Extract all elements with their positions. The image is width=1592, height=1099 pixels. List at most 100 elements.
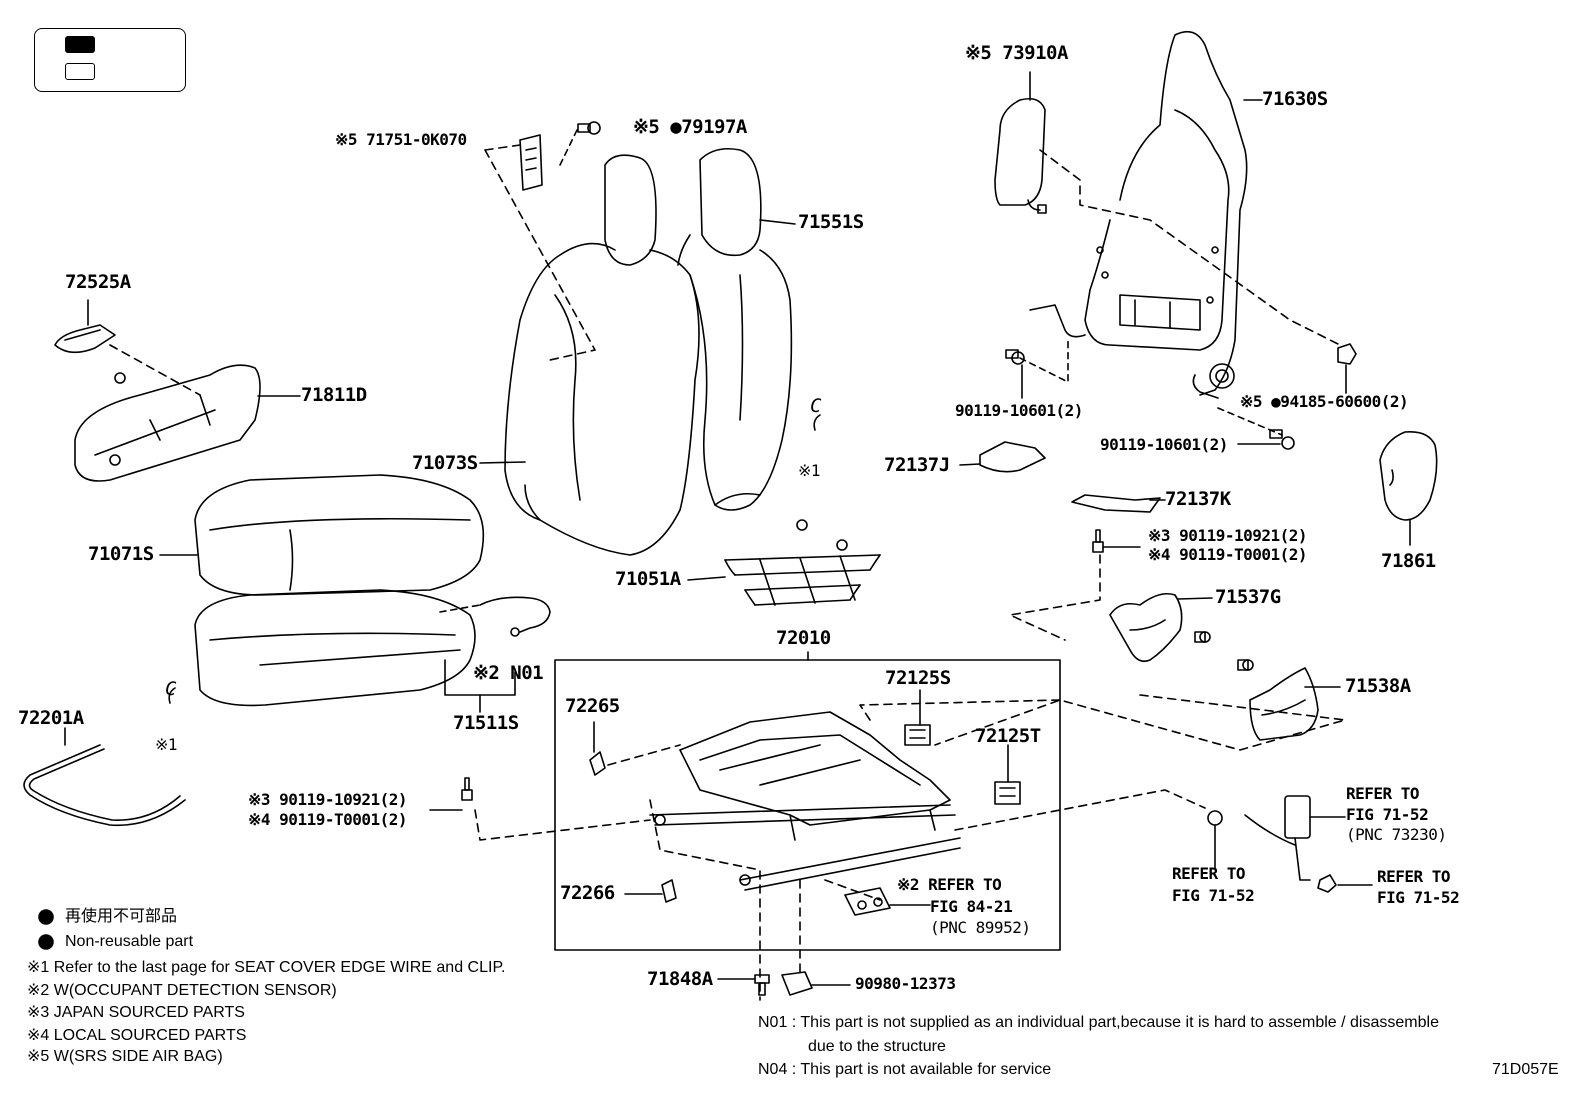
callout-90119-10601-b: 90119-10601(2) — [1100, 435, 1228, 454]
ref-fig-84-21-line1: ※2 REFER TO — [897, 875, 1002, 894]
cushion-cover-71071s-drawing — [194, 474, 485, 596]
callout-90119-10921-left: ※3 90119-10921(2) — [248, 790, 408, 809]
note-nonreusable-en: Non-reusable part — [65, 933, 194, 950]
connector-89952-drawing — [844, 887, 891, 916]
cover-71538a-drawing — [1249, 667, 1319, 741]
note-5: ※5 W(SRS SIDE AIR BAG) — [27, 1048, 223, 1065]
bracket-72265-drawing — [589, 751, 606, 776]
callout-71551s: 71551S — [798, 211, 864, 233]
ref-fig-71-52-left-line2: FIG 71-52 — [1172, 886, 1255, 905]
ref-fig-71-52-pnc-line3: (PNC 73230) — [1346, 825, 1447, 844]
legend-key-box — [34, 28, 186, 92]
bracket-72125s-drawing — [904, 724, 931, 746]
callout-90119-t0001-left: ※4 90119-T0001(2) — [248, 810, 408, 829]
seatback-cover-71073s-drawing — [504, 154, 700, 556]
callout-79197a: ※5 ●79197A — [633, 116, 747, 138]
callout-n01: ※2 N01 — [473, 662, 544, 684]
clip-72525a-drawing — [54, 324, 116, 354]
legend-light-swatch — [65, 63, 95, 80]
callout-72010: 72010 — [776, 627, 831, 649]
bolt-71537g-drawing — [1194, 631, 1211, 643]
wire-72201a-drawing — [23, 744, 186, 827]
bullet-dot-en — [38, 934, 54, 950]
bracket-72266-drawing — [661, 879, 677, 903]
footnote-n01: N01 : This part is not supplied as an in… — [758, 1014, 1439, 1031]
ref-fig-71-52-pnc-line2: FIG 71-52 — [1346, 805, 1429, 824]
callout-72137k: 72137K — [1165, 488, 1231, 510]
callout-72525a: 72525A — [65, 271, 131, 293]
callout-clip-c-b-mark: ※1 — [155, 735, 178, 754]
ref-fig-84-21-line3: (PNC 89952) — [930, 918, 1031, 937]
bolt-71538a-drawing — [1237, 659, 1254, 671]
clip-71848a-drawing — [754, 974, 770, 996]
leader-71073s — [479, 461, 526, 464]
bolt-90119-10921r-drawing — [1092, 529, 1104, 553]
bolt-79197a-drawing — [577, 121, 601, 135]
clip-c-drawing-b — [168, 687, 176, 704]
callout-71537g: 71537G — [1215, 586, 1281, 608]
callout-71073s: 71073S — [412, 452, 478, 474]
footnote-n04: N04 : This part is not available for ser… — [758, 1061, 1052, 1078]
leader-71551s — [759, 219, 796, 225]
note-3: ※3 JAPAN SOURCED PARTS — [27, 1004, 245, 1021]
callout-71051a: 71051A — [615, 568, 681, 590]
bolt-90119-10601a-drawing — [1005, 339, 1069, 383]
callout-94185-60600: ※5 ●94185-60600(2) — [1240, 392, 1409, 411]
cushion-pad-71511s-drawing — [194, 589, 476, 707]
footnote-n01-cont: due to the structure — [808, 1038, 946, 1055]
seatback-frame-71630s-drawing — [1029, 30, 1248, 399]
callout-clip-c-a: C — [810, 395, 821, 417]
seatback-pad-71551s-drawing — [677, 147, 793, 511]
ref-fig-71-52-right-line1: REFER TO — [1377, 867, 1451, 886]
spring-mesh-71051a-drawing — [724, 519, 881, 606]
callout-clip-c-b: C — [165, 678, 176, 700]
nut-94185-drawing — [1337, 343, 1357, 365]
seat-adjuster-72010-drawing — [649, 711, 961, 891]
cover-72137k-drawing — [1071, 494, 1161, 513]
bolt-90119-10921l-drawing — [461, 777, 473, 801]
callout-71751-0k070: ※5 71751-0K070 — [335, 130, 467, 149]
callout-72266: 72266 — [560, 882, 615, 904]
callout-90119-10601-a: 90119-10601(2) — [955, 401, 1083, 420]
callout-71511s: 71511S — [453, 712, 519, 734]
callout-90980-12373: 90980-12373 — [855, 974, 956, 993]
callout-72201a: 72201A — [18, 707, 84, 729]
airbag-73910a-drawing — [994, 97, 1047, 214]
callout-71848a: 71848A — [647, 968, 713, 990]
ref-fig-84-21-line2: FIG 84-21 — [930, 897, 1013, 916]
bracket-72125t-drawing — [994, 781, 1021, 805]
bolt-90119-10601b-drawing — [1269, 429, 1295, 450]
shield-71811d-drawing — [74, 364, 261, 482]
bullet-dot-jp — [38, 909, 54, 925]
clip-90980-drawing — [781, 971, 813, 996]
callout-90119-t0001-right: ※4 90119-T0001(2) — [1148, 545, 1308, 564]
callout-72137j: 72137J — [884, 454, 950, 476]
cover-71537g-drawing — [1109, 592, 1183, 663]
ref-fig-71-52-pnc-line1: REFER TO — [1346, 784, 1420, 803]
ref-fig-71-52-right-line2: FIG 71-52 — [1377, 888, 1460, 907]
bracket-71751-drawing — [519, 134, 543, 191]
cover-72137j-drawing — [979, 441, 1046, 473]
callout-72125t: 72125T — [975, 725, 1041, 747]
callout-71538a: 71538A — [1345, 675, 1411, 697]
figure-id: 71D057E — [1492, 1061, 1559, 1078]
callout-90119-10921-right: ※3 90119-10921(2) — [1148, 526, 1308, 545]
note-nonreusable-jp: 再使用不可部品 — [65, 908, 178, 925]
callout-73910a: ※5 73910A — [965, 42, 1068, 64]
sensor-n01-drawing — [479, 596, 551, 637]
cover-71861-drawing — [1379, 430, 1438, 521]
note-1: ※1 Refer to the last page for SEAT COVER… — [27, 959, 506, 976]
leader-71051a — [687, 576, 726, 581]
callout-71071s: 71071S — [88, 543, 154, 565]
legend-dark-swatch — [65, 36, 95, 53]
clip-c-drawing-a — [813, 414, 821, 431]
callout-72125s: 72125S — [885, 667, 951, 689]
callout-71630s: 71630S — [1262, 88, 1328, 110]
callout-71811d: 71811D — [301, 384, 367, 406]
callout-clip-c-a-mark: ※1 — [798, 461, 821, 480]
callout-72265: 72265 — [565, 695, 620, 717]
note-2: ※2 W(OCCUPANT DETECTION SENSOR) — [27, 982, 337, 999]
note-4: ※4 LOCAL SOURCED PARTS — [27, 1027, 247, 1044]
